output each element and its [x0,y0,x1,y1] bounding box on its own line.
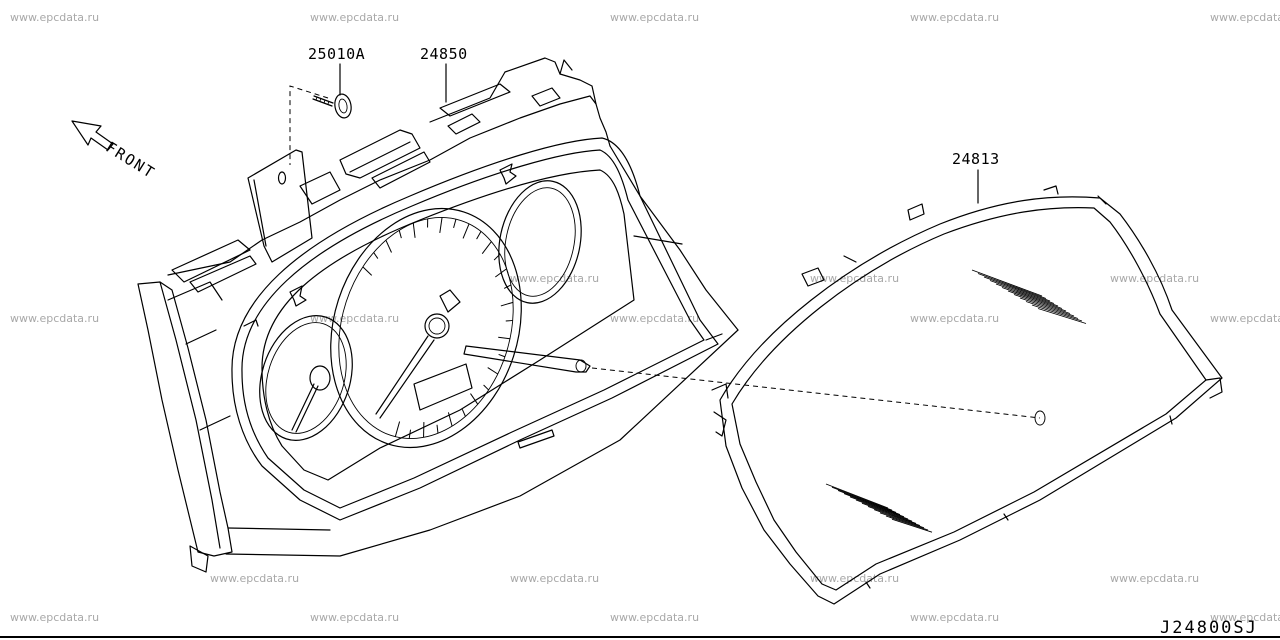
callout-label-24813: 24813 [952,150,1000,168]
watermark: www.epcdata.ru [310,11,400,24]
watermark: www.epcdata.ru [610,312,700,325]
cover-glare-hatch-bottom [825,483,933,533]
watermark: www.epcdata.ru [1210,312,1280,325]
watermark: www.epcdata.ru [1210,11,1280,24]
watermark: www.epcdata.ru [1110,272,1200,285]
cover-dashed-line [591,367,1041,419]
watermark: www.epcdata.ru [1110,572,1200,585]
watermark: www.epcdata.ru [10,11,100,24]
combination-meter-assembly [137,57,739,573]
diagram-code: J24800SJ [1160,618,1258,638]
callout-label-24850: 24850 [420,45,468,63]
watermark: www.epcdata.ru [210,572,300,585]
watermark: www.epcdata.ru [810,272,900,285]
speedometer-ticks [362,217,514,439]
watermark: www.epcdata.ru [510,272,600,285]
screw-dashed-line [289,85,329,165]
front-arrow-icon [71,120,114,151]
leader-lines [289,63,1041,419]
watermark: www.epcdata.ru [510,572,600,585]
cover-glare-hatch-top [971,269,1087,324]
watermark: www.epcdata.ru [10,312,100,325]
watermark: www.epcdata.ru [910,611,1000,624]
watermark: www.epcdata.ru [610,11,700,24]
watermark: www.epcdata.ru [610,611,700,624]
watermark: www.epcdata.ru [310,611,400,624]
watermark: www.epcdata.ru [910,312,1000,325]
screw-icon [312,93,352,119]
watermark: www.epcdata.ru [310,312,400,325]
meter-cover-glass [711,185,1223,605]
callout-label-25010A: 25010A [308,45,366,63]
watermark: www.epcdata.ru [910,11,1000,24]
watermark: www.epcdata.ru [1210,611,1280,624]
watermark: www.epcdata.ru [10,611,100,624]
